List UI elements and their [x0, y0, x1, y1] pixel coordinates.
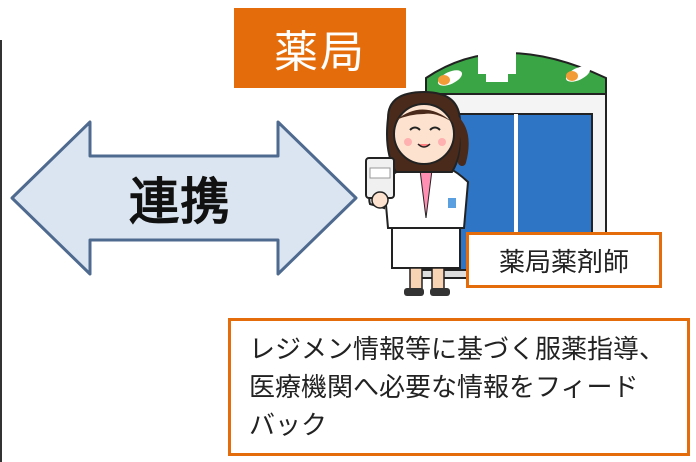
pharmacist-woman-icon [365, 90, 470, 296]
description-line: 医療機関へ必要な情報をフィード [249, 373, 639, 403]
pharmacist-label-box: 薬局薬剤師 [466, 232, 662, 288]
pharmacy-title-label: 薬局 [234, 8, 406, 88]
collaboration-label: 連携 [129, 173, 231, 231]
description-line: レジメン情報等に基づく服薬指導、 [249, 335, 666, 365]
description-box: レジメン情報等に基づく服薬指導、 医療機関へ必要な情報をフィード バック [228, 318, 690, 456]
description-line: バック [249, 411, 328, 441]
left-border-line [0, 40, 2, 462]
double-arrow-icon [10, 120, 358, 276]
